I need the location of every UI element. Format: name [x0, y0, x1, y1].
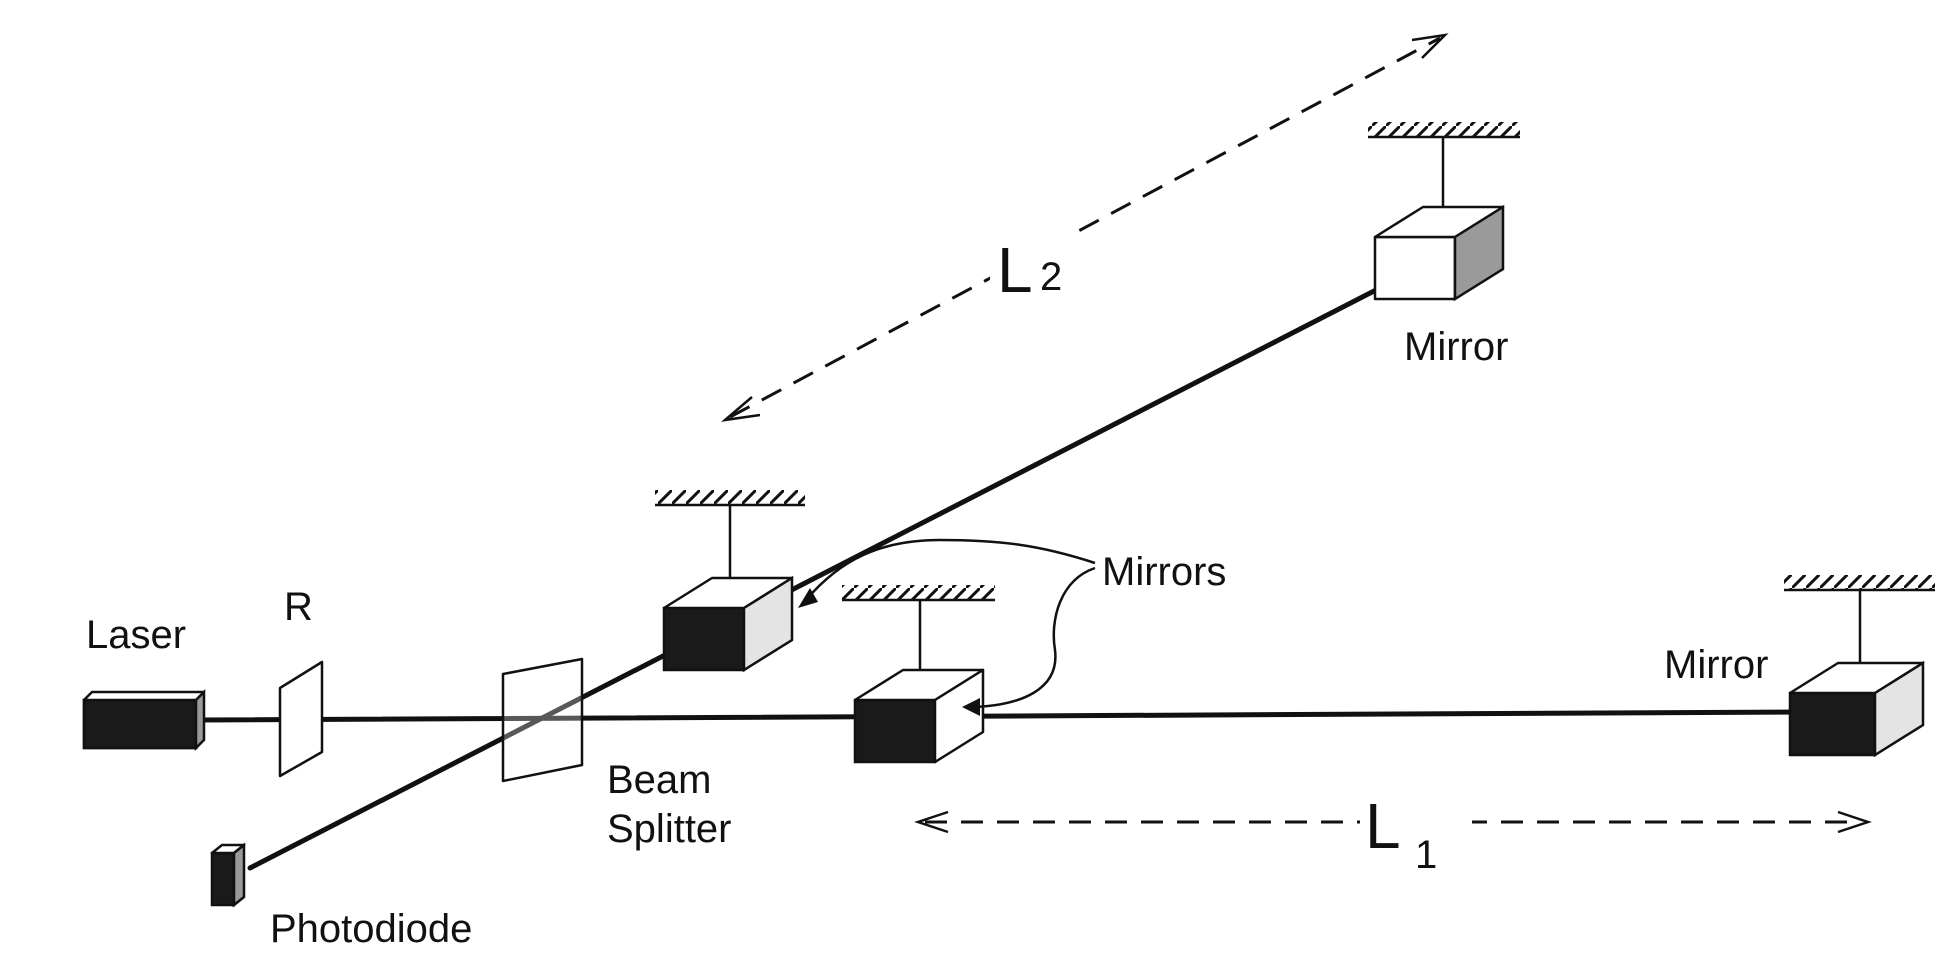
mirror-cube-2 — [842, 585, 995, 764]
beam-splitter-label-line2: Splitter — [607, 807, 732, 851]
beam-horizontal — [197, 709, 1813, 723]
beam-paths — [197, 267, 1813, 871]
l2-subscript: 2 — [1040, 255, 1062, 299]
mirror-cube-1 — [655, 490, 805, 673]
beam-diagonal — [247, 267, 1418, 871]
beam-splitter — [501, 657, 584, 783]
mirror-top — [1368, 122, 1520, 302]
mirrors-label: Mirrors — [1102, 550, 1226, 594]
mirrors-callout-lines — [798, 538, 1096, 716]
photodiode — [210, 842, 246, 908]
l2-label: L — [997, 234, 1033, 306]
photodiode-label: Photodiode — [270, 907, 472, 951]
l1-label: L — [1365, 790, 1401, 862]
mirror-top-label: Mirror — [1404, 325, 1508, 369]
l2-dimension — [720, 33, 1449, 422]
l1-dimension — [914, 800, 1872, 858]
r-plate — [278, 660, 324, 778]
l1-subscript: 1 — [1415, 833, 1437, 877]
mirror-right-label: Mirror — [1664, 643, 1768, 687]
beam-splitter-label-line1: Beam — [607, 758, 712, 802]
laser — [82, 688, 206, 752]
r-label: R — [284, 585, 313, 629]
mirror-right — [1784, 575, 1935, 758]
laser-label: Laser — [86, 613, 186, 657]
